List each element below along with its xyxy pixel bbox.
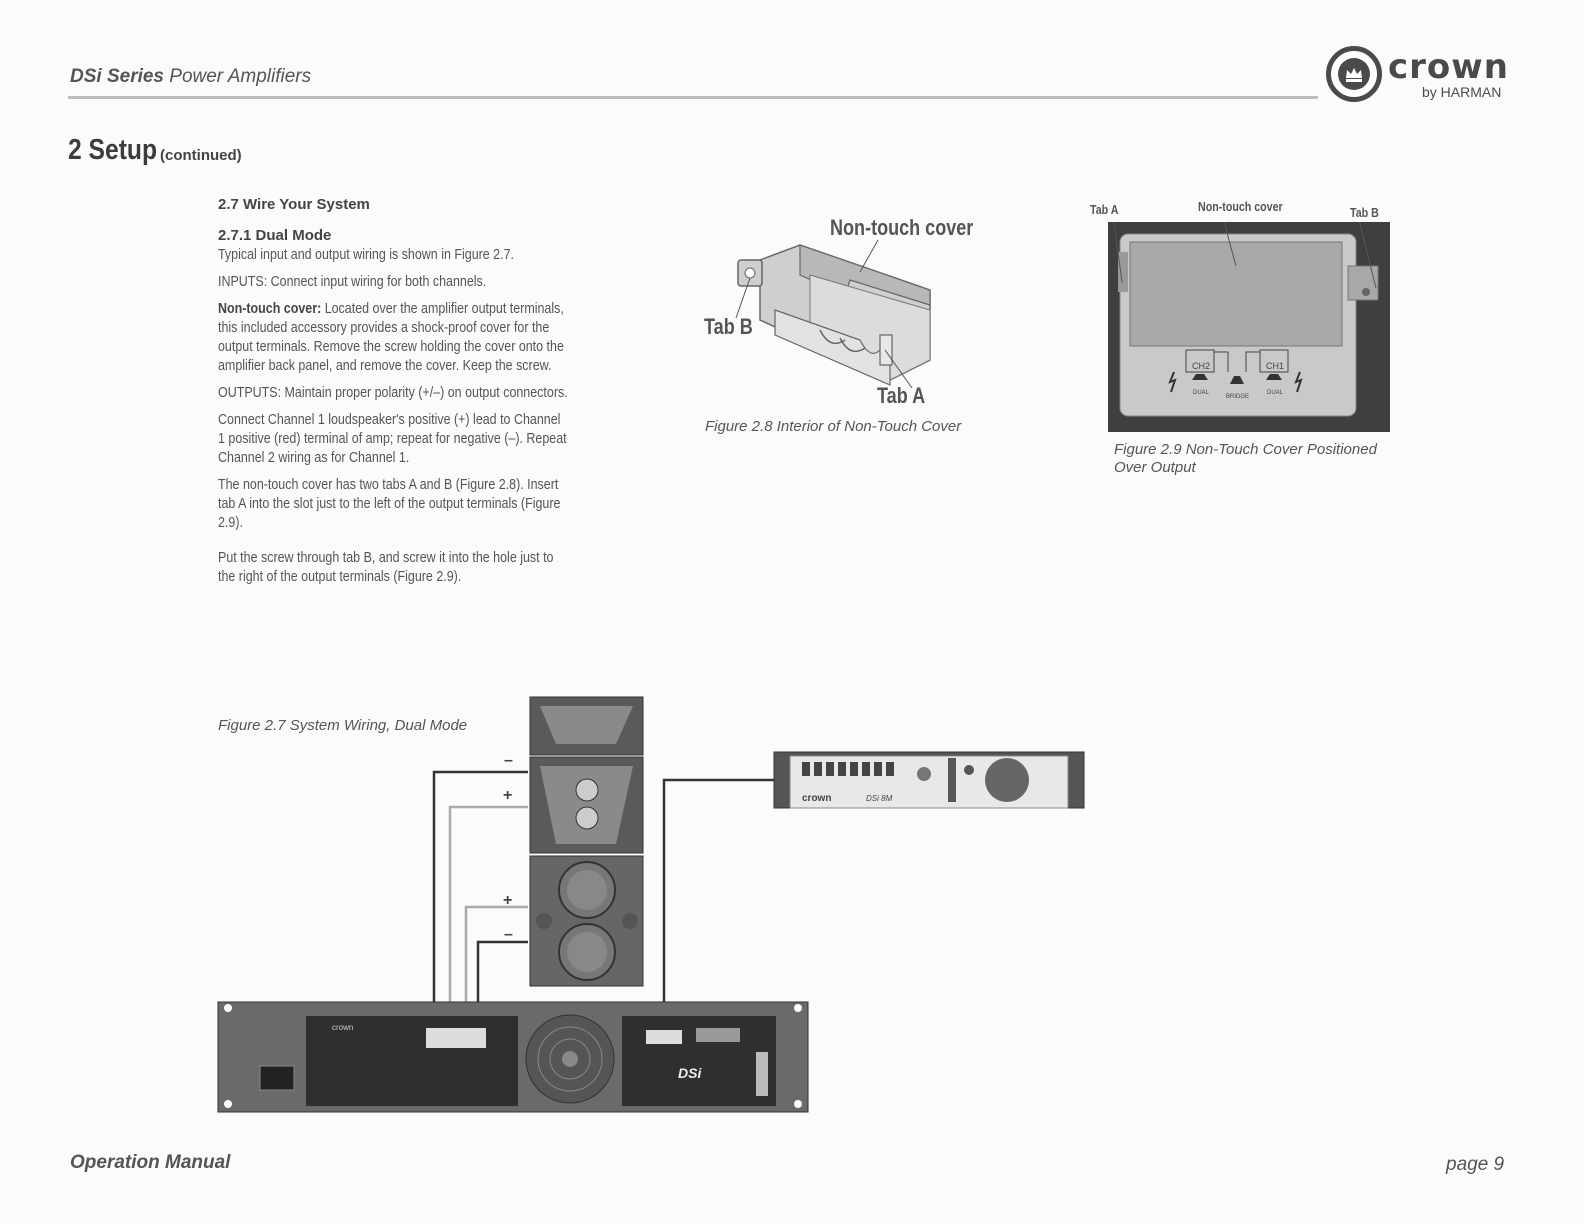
figure-2-7-illustration: crown DSi 8M crown DSi [217, 696, 1085, 1113]
fig28-label-cover: Non-touch cover [830, 215, 974, 240]
para-non-touch-cover: Non-touch cover: Located over the amplif… [218, 300, 571, 376]
footer-page-number: page 9 [1446, 1154, 1505, 1175]
fig29-ch2-label: CH2 [1192, 361, 1210, 371]
section-title: 2 Setup [68, 134, 158, 166]
sign-minus-bottom: – [504, 926, 513, 943]
sign-plus-bottom: + [503, 892, 513, 909]
fig29-bridge: BRIDGE [1226, 394, 1249, 400]
sign-plus-top: + [503, 787, 513, 804]
series-subtitle: Power Amplifiers [169, 66, 312, 87]
logo-wordmark: crown [1388, 47, 1509, 87]
fig28-label-tab-a: Tab A [877, 383, 926, 408]
amp-brand-label: crown [332, 1023, 353, 1032]
body-column: 2.7 Wire Your System 2.7.1 Dual Mode Typ… [218, 196, 578, 595]
footer-manual-title: Operation Manual [70, 1152, 231, 1173]
fig27-caption: Figure 2.7 System Wiring, Dual Mode [218, 717, 468, 734]
amp-dsi-label: DSi [678, 1065, 702, 1081]
section-continued: (continued) [160, 147, 242, 164]
crown-emblem-icon [1326, 46, 1382, 102]
fig29-caption: Figure 2.9 Non-Touch Cover Positioned Ov… [1114, 441, 1377, 476]
fig29-label-tab-a: Tab A [1090, 202, 1119, 217]
header-rule [68, 96, 1318, 99]
para-non-touch-bold: Non-touch cover: [218, 301, 322, 317]
fig29-label-tab-b: Tab B [1350, 205, 1379, 220]
para-tabs: The non-touch cover has two tabs A and B… [218, 477, 561, 531]
dsp-brand-label: crown [802, 793, 831, 804]
fig29-dual-right: DUAL [1267, 390, 1284, 396]
sign-minus-top: – [504, 752, 513, 769]
para-non-touch-text: Located over the amplifier output termin… [218, 301, 564, 374]
para-screw: Put the screw through tab B, and screw i… [218, 550, 554, 585]
figure-2-9-illustration: CH2 CH1 DUAL BRIDGE DUAL [1108, 222, 1390, 432]
logo-byline: by HARMAN [1422, 84, 1502, 100]
para-typical-wiring: Typical input and output wiring is shown… [218, 247, 514, 263]
fig28-caption: Figure 2.8 Interior of Non-Touch Cover [705, 418, 962, 435]
fig28-label-tab-b: Tab B [704, 314, 753, 339]
heading-dual-mode: 2.7.1 Dual Mode [218, 227, 332, 244]
para-inputs: INPUTS: Connect input wiring for both ch… [218, 274, 487, 290]
header-series-title: DSi Series Power Amplifiers [70, 66, 311, 88]
fig29-dual-left: DUAL [1193, 390, 1210, 396]
fig29-ch1-label: CH1 [1266, 361, 1284, 371]
heading-wire-system: 2.7 Wire Your System [218, 196, 370, 213]
series-name: DSi Series [70, 66, 164, 87]
dsp-model-label: DSi 8M [866, 794, 893, 803]
para-connect-channel: Connect Channel 1 loudspeaker's positive… [218, 412, 567, 466]
crown-logo: crown by HARMAN [1326, 46, 1526, 106]
figure-2-8-illustration [735, 239, 931, 389]
fig29-label-cover: Non-touch cover [1198, 199, 1283, 214]
para-outputs: OUTPUTS: Maintain proper polarity (+/–) … [218, 385, 568, 401]
